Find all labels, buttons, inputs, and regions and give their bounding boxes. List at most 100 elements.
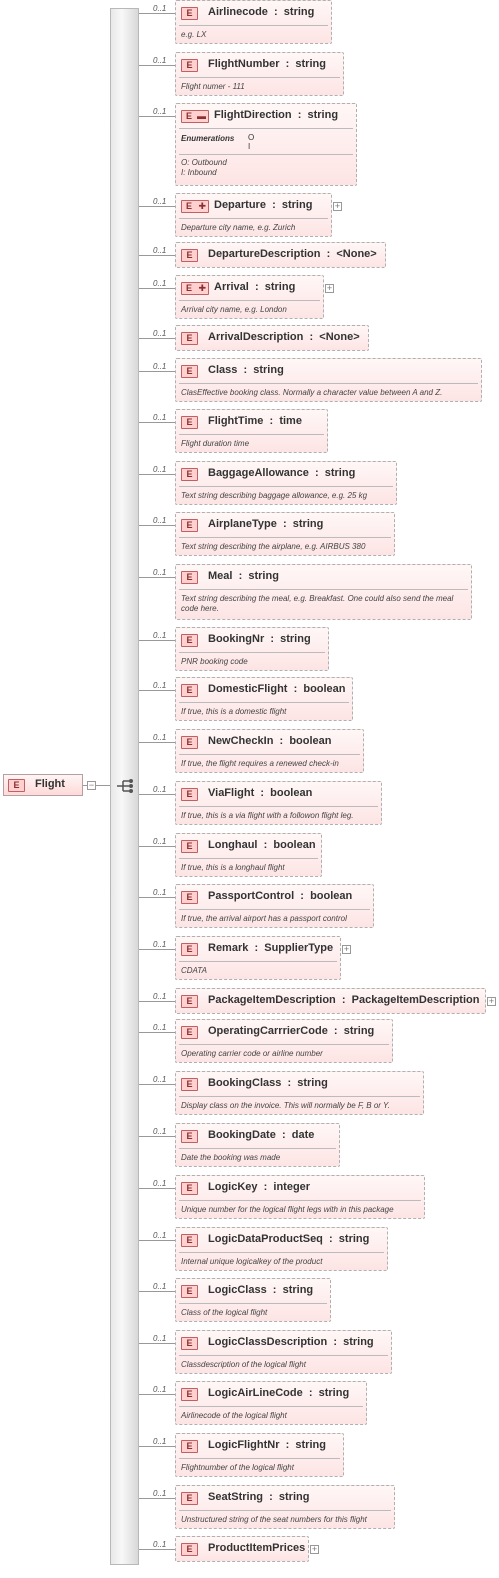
type-separator: :: [327, 1025, 344, 1037]
root-connector: [83, 785, 88, 786]
element-name: LogicDataProductSeq: [208, 1233, 323, 1245]
element-connector: [139, 474, 175, 475]
element-type: string: [295, 1439, 326, 1451]
element-name-type: PackageItemDescription : PackageItemDesc…: [208, 994, 479, 1006]
element-connector: [139, 1188, 175, 1189]
element-name-type: LogicClassDescription : string: [208, 1336, 374, 1348]
type-separator: :: [237, 364, 254, 376]
element-badge-icon: E: [181, 840, 198, 853]
type-separator: :: [257, 1181, 274, 1193]
element-name: LogicClassDescription: [208, 1336, 328, 1348]
divider: [179, 486, 393, 487]
element-connector: [139, 897, 175, 898]
type-separator: :: [335, 994, 352, 1006]
type-separator: :: [263, 1491, 279, 1503]
element-name: BookingDate: [208, 1129, 276, 1141]
type-separator: :: [275, 1129, 292, 1141]
multiplicity-label: 0..1: [153, 362, 167, 371]
multiplicity-label: 0..1: [153, 568, 167, 577]
element-connector: [139, 949, 175, 950]
divider: [179, 25, 328, 26]
element-description: e.g. LX: [181, 30, 207, 39]
element-type: boolean: [273, 839, 316, 851]
element-name-type: AirplaneType : string: [208, 518, 323, 530]
type-separator: :: [254, 787, 271, 799]
element-type: string: [307, 109, 339, 121]
multiplicity-label: 0..1: [153, 413, 167, 422]
element-description: Flightnumber of the logical flight: [181, 1463, 294, 1472]
element-name-type: BookingDate : date: [208, 1129, 314, 1141]
element-name-type: Remark : SupplierType: [208, 942, 333, 954]
expand-icon[interactable]: +: [325, 283, 334, 293]
expand-icon[interactable]: +: [310, 1544, 319, 1554]
element-name-type: LogicClass : string: [208, 1284, 313, 1296]
expand-icon[interactable]: +: [333, 201, 342, 211]
element-badge-icon: E: [181, 943, 198, 956]
type-separator: :: [308, 467, 325, 479]
element-name-type: Departure : string: [214, 199, 312, 211]
type-separator: :: [273, 735, 290, 747]
element-name: AirplaneType: [208, 518, 277, 530]
type-separator: :: [302, 1387, 319, 1399]
element-badge-icon: E: [181, 1130, 198, 1143]
element-badge-icon: E: [181, 365, 198, 378]
type-separator: :: [264, 633, 281, 645]
multiplicity-label: 0..1: [153, 1540, 167, 1549]
element-name-type: BaggageAllowance : string: [208, 467, 355, 479]
element-description: Arrival city name, e.g. London: [181, 305, 287, 314]
root-element-flight[interactable]: E Flight: [3, 774, 83, 796]
element-connector: [139, 1084, 175, 1085]
element-name: Longhaul: [208, 839, 258, 851]
expand-icon[interactable]: +: [342, 944, 351, 954]
collapse-icon[interactable]: −: [87, 780, 96, 790]
element-name: NewCheckIn: [208, 735, 274, 747]
element-name-type: Longhaul : boolean: [208, 839, 316, 851]
sequence-compositor-icon[interactable]: [117, 779, 135, 793]
element-connector: [139, 1032, 175, 1033]
element-badge-icon: E: [181, 1182, 198, 1195]
type-separator: :: [281, 1077, 298, 1089]
root-element-title: Flight: [35, 778, 65, 790]
type-separator: :: [276, 518, 293, 530]
divider: [179, 1458, 340, 1459]
multiplicity-label: 0..1: [153, 681, 167, 690]
element-name: BookingClass: [208, 1077, 282, 1089]
divider: [179, 128, 353, 129]
element-type: string: [248, 570, 279, 582]
multiplicity-label: 0..1: [153, 1023, 167, 1032]
element-name-type: LogicDataProductSeq : string: [208, 1233, 369, 1245]
expand-icon[interactable]: +: [487, 996, 496, 1006]
element-type: string: [283, 6, 315, 18]
